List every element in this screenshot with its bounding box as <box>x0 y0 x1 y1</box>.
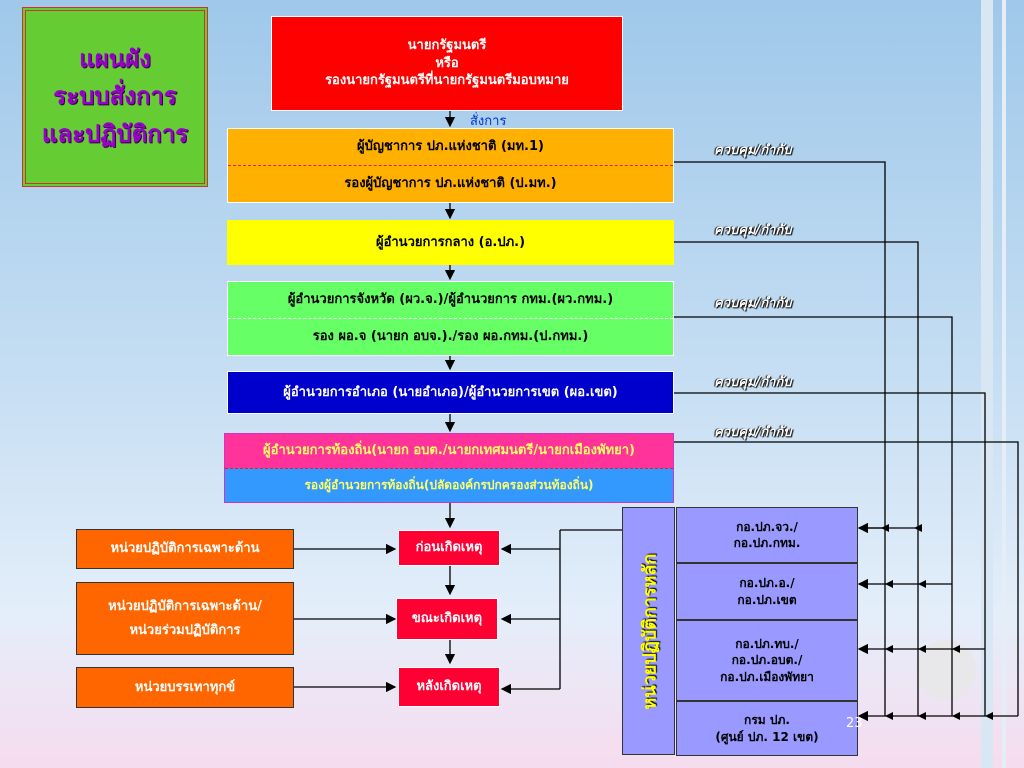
control-label-1: ควบคุม/กำกับ <box>714 143 792 158</box>
order-label: สั่งการ <box>470 114 507 129</box>
province-director-top: ผู้อำนวยการจังหวัด (ผว.จ.)/ผู้อำนวยการ ก… <box>287 292 614 308</box>
province-director-box: ผู้อำนวยการจังหวัด (ผว.จ.)/ผู้อำนวยการ ก… <box>227 281 674 356</box>
slide-frame-bar <box>981 0 993 768</box>
main-ops-item-3: กอ.ปภ.ทบ./ กอ.ปภ.อบต./ กอ.ปภ.เมืองพัทยา <box>676 620 858 701</box>
main-ops-item-2: กอ.ปภ.อ./ กอ.ปภ.เขต <box>676 563 858 620</box>
main-ops-item-2-line-1: กอ.ปภ.อ./ <box>739 576 795 591</box>
prime-minister-box: นายกรัฐมนตรี หรือ รองนายกรัฐมนตรีที่นายก… <box>271 16 623 111</box>
main-ops-item-4-line-1: กรม ปภ. <box>744 713 790 728</box>
phase-during-box: ขณะเกิดเหตุ <box>396 598 498 640</box>
unit-relief-box: หน่วยบรรเทาทุกข์ <box>76 667 294 708</box>
main-ops-item-3-line-2: กอ.ปภ.อบต./ <box>731 653 803 668</box>
main-ops-item-4-line-2: (ศูนย์ ปภ. 12 เขต) <box>715 729 819 744</box>
pm-line-3: รองนายกรัฐมนตรีที่นายกรัฐมนตรีมอบหมาย <box>325 73 569 89</box>
district-director-box: ผู้อำนวยการอำเภอ (นายอำเภอ)/ผู้อำนวยการเ… <box>227 371 674 414</box>
unit-specific-box: หน่วยปฏิบัติการเฉพาะด้าน <box>76 529 294 569</box>
main-ops-item-2-line-2: กอ.ปภ.เขต <box>737 592 797 607</box>
title-box: แผนผัง ระบบสั่งการ และปฏิบัติการ <box>22 7 208 187</box>
local-director-bottom: รองผู้อำนวยการท้องถิ่น(ปลัดองค์กรปกครองส… <box>225 467 673 503</box>
control-label-4: ควบคุม/กำกับ <box>714 375 792 390</box>
local-director-top: ผู้อำนวยการท้องถิ่น(นายก อบต./นายกเทศมนต… <box>225 434 673 468</box>
title-line-1: แผนผัง <box>79 45 151 74</box>
province-director-bottom: รอง ผอ.จ (นายก อบจ.)./รอง ผอ.กทม.(ป.กทม.… <box>228 318 673 355</box>
phase-before-box: ก่อนเกิดเหตุ <box>398 530 500 566</box>
control-label-2: ควบคุม/กำกับ <box>714 223 792 238</box>
title-line-3: และปฏิบัติการ <box>41 119 189 148</box>
national-commander-bottom: รองผู้บัญชาการ ปภ.แห่งชาติ (ป.มท.) <box>228 165 673 202</box>
control-label-3: ควบคุม/กำกับ <box>714 296 792 311</box>
slide-frame-bar-thin <box>1002 0 1006 768</box>
pm-line-2: หรือ <box>435 55 459 71</box>
main-ops-item-4: กรม ปภ. (ศูนย์ ปภ. 12 เขต) <box>676 701 858 756</box>
main-ops-item-1-line-2: กอ.ปภ.กทม. <box>733 536 801 550</box>
local-director-box: ผู้อำนวยการท้องถิ่น(นายก อบต./นายกเทศมนต… <box>224 433 674 503</box>
control-label-5: ควบคุม/กำกับ <box>714 425 792 440</box>
main-ops-item-1-line-1: กอ.ปภ.จว./ <box>736 519 798 534</box>
main-ops-item-1: กอ.ปภ.จว./ กอ.ปภ.กทม. <box>676 507 858 563</box>
national-commander-top: ผู้บัญชาการ ปภ.แห่งชาติ (มท.1) <box>357 139 544 155</box>
main-ops-label-box: หน่วยปฏิบัติการหลัก <box>622 507 675 755</box>
national-commander-box: ผู้บัญชาการ ปภ.แห่งชาติ (มท.1) รองผู้บัญ… <box>227 128 674 203</box>
pm-line-1: นายกรัฐมนตรี <box>407 38 487 54</box>
phase-after-box: หลังเกิดเหตุ <box>398 667 500 707</box>
title-line-2: ระบบสั่งการ <box>53 82 177 111</box>
unit-joint-line-2: หน่วยร่วมปฏิบัติการ <box>129 622 241 638</box>
central-director-box: ผู้อำนวยการกลาง (อ.ปภ.) <box>227 220 674 265</box>
page-number: 23 <box>846 716 863 731</box>
unit-joint-line-1: หน่วยปฏิบัติการเฉพาะด้าน/ <box>108 598 262 614</box>
main-ops-label: หน่วยปฏิบัติการหลัก <box>639 553 661 709</box>
main-ops-item-3-line-3: กอ.ปภ.เมืองพัทยา <box>720 669 814 684</box>
main-ops-item-3-line-1: กอ.ปภ.ทบ./ <box>735 637 799 652</box>
unit-joint-box: หน่วยปฏิบัติการเฉพาะด้าน/ หน่วยร่วมปฏิบั… <box>76 582 294 655</box>
